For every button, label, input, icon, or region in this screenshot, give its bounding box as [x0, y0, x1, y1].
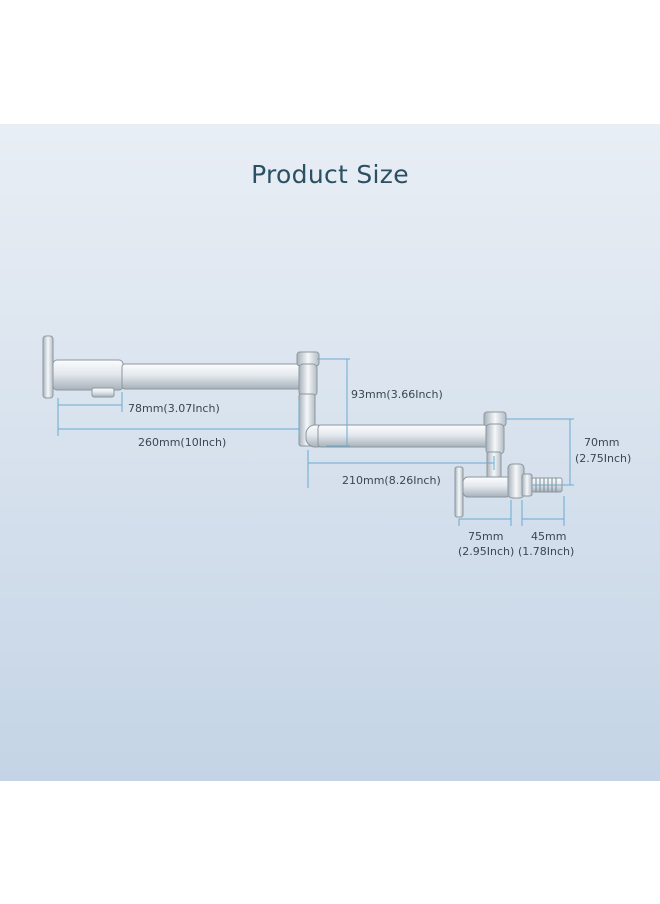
label-mount-height-mm: 70mm — [584, 436, 619, 449]
label-thread-length-in: (1.78Inch) — [518, 545, 574, 558]
label-arm-length: 210mm(8.26Inch) — [342, 474, 441, 487]
label-spout-long: 260mm(10Inch) — [138, 436, 226, 449]
label-base-depth-in: (2.95Inch) — [458, 545, 514, 558]
upper-joint — [298, 363, 318, 397]
label-mount-height-in: (2.75Inch) — [575, 452, 631, 465]
label-thread-length-mm: 45mm — [531, 530, 566, 543]
wall-flange — [454, 466, 464, 518]
label-spout-short: 78mm(3.07Inch) — [128, 402, 220, 415]
label-riser-height: 93mm(3.66Inch) — [351, 388, 443, 401]
label-base-depth-mm: 75mm — [468, 530, 503, 543]
lower-joint — [485, 423, 505, 455]
lower-arm — [317, 424, 491, 448]
spout-cap — [42, 335, 54, 399]
valve-body — [462, 476, 512, 498]
upper-arm — [121, 363, 303, 390]
dimension-lines — [57, 358, 574, 526]
faucet-drawing — [42, 335, 563, 518]
spout-aerator — [91, 387, 115, 398]
page-title: Product Size — [251, 160, 409, 189]
background-panel — [0, 124, 660, 781]
valve-collar — [521, 473, 533, 497]
spout-nozzle — [52, 359, 124, 391]
